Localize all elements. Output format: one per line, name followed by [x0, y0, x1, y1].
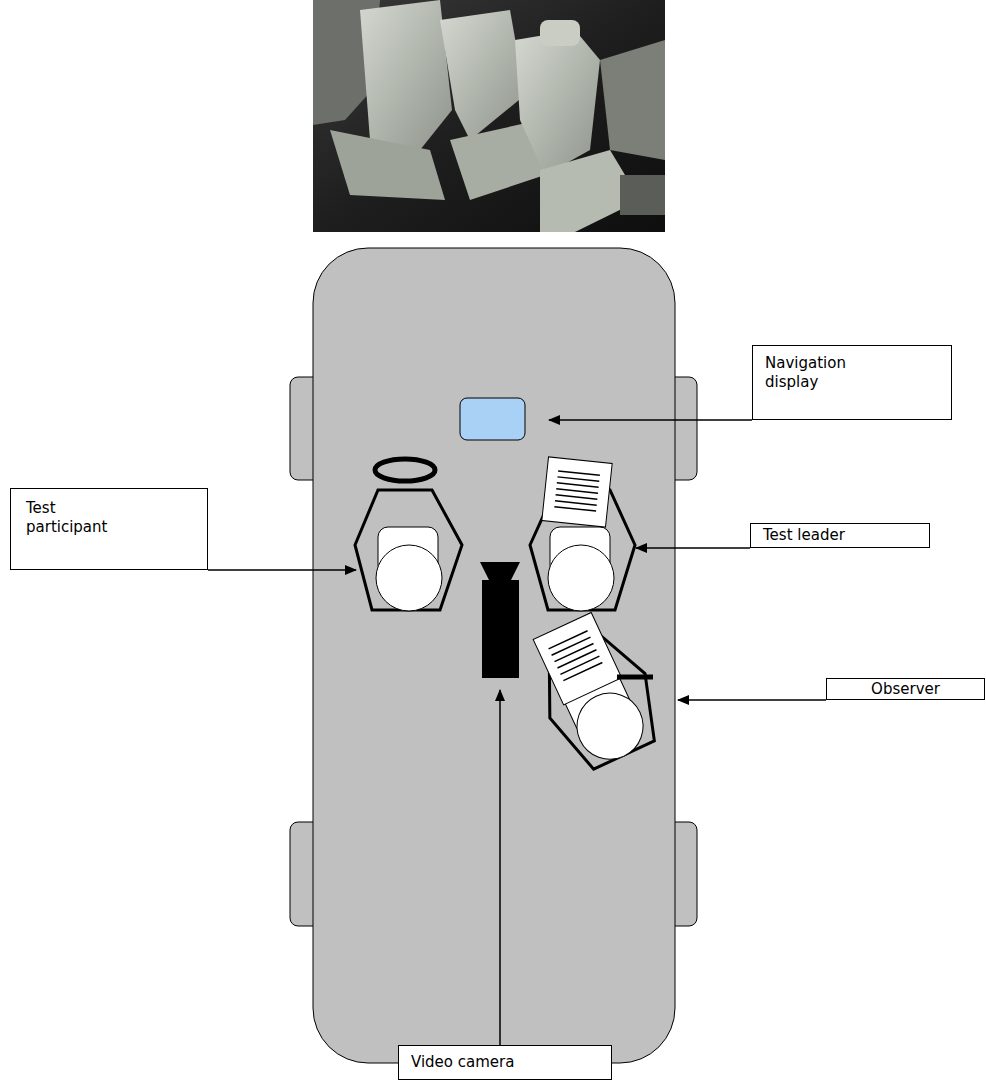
callout-label: Test leader [763, 526, 923, 545]
seat-photo [313, 0, 665, 232]
steering-wheel [375, 459, 435, 481]
callout-box: Navigation display [752, 345, 952, 420]
head [376, 545, 442, 611]
leader-arrow [208, 569, 356, 571]
paper-lines [549, 631, 603, 681]
video-camera [480, 562, 520, 678]
front-seat-back [515, 30, 600, 175]
paper-lines [554, 471, 600, 511]
paper-sheet [542, 457, 612, 527]
pen [617, 675, 653, 680]
seat-outline [355, 490, 462, 610]
leader-arrow [678, 699, 826, 701]
rear-seat-back [440, 10, 525, 140]
callout-label: Video camera [411, 1053, 601, 1072]
leader-arrow [549, 419, 752, 421]
callout-box: Observer [826, 678, 985, 700]
callout-label: Navigation display [765, 354, 875, 392]
callout-box: Test leader [750, 523, 930, 548]
observer-seat [517, 603, 673, 778]
photo-background [313, 0, 665, 232]
paper [542, 457, 612, 527]
participant-seat [355, 459, 462, 611]
callout-label: Observer [827, 680, 984, 699]
callout-label: Test participant [26, 499, 126, 537]
center-console [620, 175, 665, 215]
rear-seat-back [360, 0, 452, 150]
navigation-display [460, 398, 525, 440]
headrest [540, 20, 580, 46]
door-panel [600, 40, 665, 160]
rear-seat-cushion [330, 130, 445, 200]
callout-box: Video camera [398, 1045, 612, 1080]
camera-body [482, 580, 519, 678]
leader-arrow [499, 690, 501, 1045]
head [548, 545, 614, 611]
leader-seat [530, 457, 635, 611]
car-body [313, 248, 675, 1063]
camera-lens [480, 562, 520, 582]
leader-arrow [636, 547, 750, 549]
callout-box: Test participant [10, 488, 208, 570]
paper-sheet [533, 613, 621, 705]
